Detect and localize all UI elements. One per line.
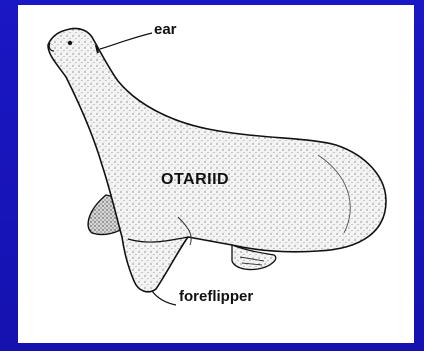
otariid-label: OTARIID	[161, 171, 229, 189]
seal-body	[48, 28, 386, 291]
foreflipper-leader-line	[152, 291, 176, 305]
foreflipper-label: foreflipper	[179, 288, 253, 305]
diagram-panel: ear OTARIID foreflipper	[18, 5, 414, 343]
eye	[68, 41, 72, 45]
ear-label: ear	[154, 21, 177, 38]
ear-leader-line	[100, 33, 152, 49]
